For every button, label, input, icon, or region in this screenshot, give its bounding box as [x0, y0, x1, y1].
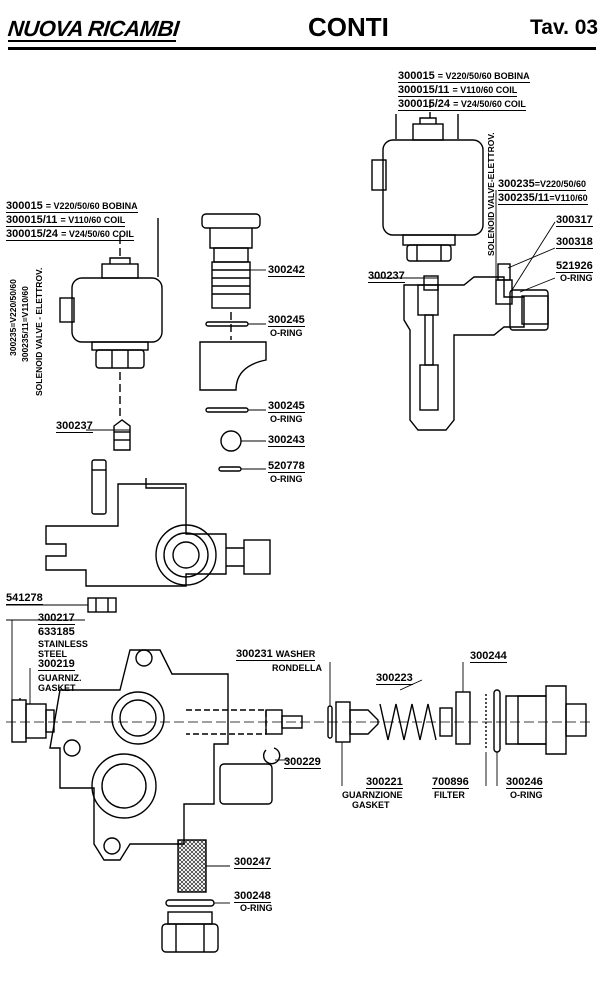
part-633185: 633185 [38, 626, 75, 638]
part-300245-b-desc: O-RING [270, 414, 303, 424]
page-title: CONTI [308, 12, 389, 42]
left-solenoid-drawing [59, 218, 163, 451]
part-300318: 300318 [556, 236, 593, 249]
coil-right-row-1: 300015 = V220/50/60 BOBINA [398, 70, 530, 83]
brand-underline [8, 40, 176, 42]
right-solenoid-drawing [371, 100, 549, 431]
part-300245-b: 300245 [268, 400, 305, 413]
part-541278: 541278 [6, 592, 43, 605]
part-633185-desc2: STEEL [38, 649, 68, 659]
part-700896-desc: FILTER [434, 790, 465, 800]
part-520778-desc: O-RING [270, 474, 303, 484]
page-header: NUOVA RICAMBI CONTI Tav. 03 [0, 0, 600, 52]
solenoid-left-line3: SOLENOID VALVE - ELETTROV. [34, 267, 44, 396]
part-520778: 520778 [268, 460, 305, 473]
part-300237-left: 300237 [56, 420, 93, 433]
part-300223: 300223 [376, 672, 413, 685]
part-300219-desc2: GASKET [38, 683, 76, 693]
coil-left-row-1: 300015 = V220/50/60 BOBINA [6, 200, 138, 213]
lower-body-drawing [11, 649, 303, 953]
part-300231: 300231 WASHER [236, 648, 316, 661]
part-300221: 300221 [366, 776, 403, 789]
part-700896: 700896 [432, 776, 469, 789]
solenoid-right-row-1: 300235=V220/50/60 [498, 178, 587, 191]
part-300219: 300219 [38, 658, 75, 671]
part-300231-desc: RONDELLA [272, 663, 322, 673]
part-300245-a-desc: O-RING [270, 328, 303, 338]
solenoid-left-line1: 300235=V220/50/60 [8, 279, 18, 356]
horizontal-parts-drawing [6, 685, 590, 765]
part-300242: 300242 [268, 264, 305, 277]
part-300246: 300246 [506, 776, 543, 789]
header-rule [8, 47, 596, 50]
part-300317: 300317 [556, 214, 593, 227]
part-300217: 300217 [38, 612, 75, 625]
coil-right-row-3: 300015/24 = V24/50/60 COIL [398, 98, 526, 111]
part-521926: 521926 [556, 260, 593, 273]
part-300221-desc1: GUARNZIONE [342, 790, 403, 800]
part-633185-desc1: STAINLESS [38, 639, 88, 649]
part-300229: 300229 [284, 756, 321, 769]
solenoid-right-row-2: 300235/11=V110/60 [498, 192, 588, 205]
part-300244: 300244 [470, 650, 507, 663]
part-521926-desc: O-RING [560, 273, 593, 283]
part-300221-desc2: GASKET [352, 800, 390, 810]
leader-lines [6, 190, 556, 904]
coil-left-row-3: 300015/24 = V24/50/60 COIL [6, 228, 134, 241]
part-300245-a: 300245 [268, 314, 305, 327]
part-300219-desc1: GUARNIZ. [38, 673, 82, 683]
solenoid-left-line2: 300235/11=V110/60 [20, 286, 30, 362]
coil-left-row-2: 300015/11 = V110/60 COIL [6, 214, 126, 227]
part-300248: 300248 [234, 890, 271, 903]
upper-body-drawing [45, 459, 271, 613]
part-300243: 300243 [268, 434, 305, 447]
solenoid-right-line1: SOLENOID VALVE-ELETTROV. [486, 132, 496, 256]
right-stack-drawing [199, 213, 267, 472]
part-300248-desc: O-RING [240, 903, 273, 913]
part-300246-desc: O-RING [510, 790, 543, 800]
coil-right-row-2: 300015/11 = V110/60 COIL [398, 84, 518, 97]
part-300237-right: 300237 [368, 270, 405, 283]
table-number: Tav. 03 [530, 16, 599, 39]
part-300247: 300247 [234, 856, 271, 869]
